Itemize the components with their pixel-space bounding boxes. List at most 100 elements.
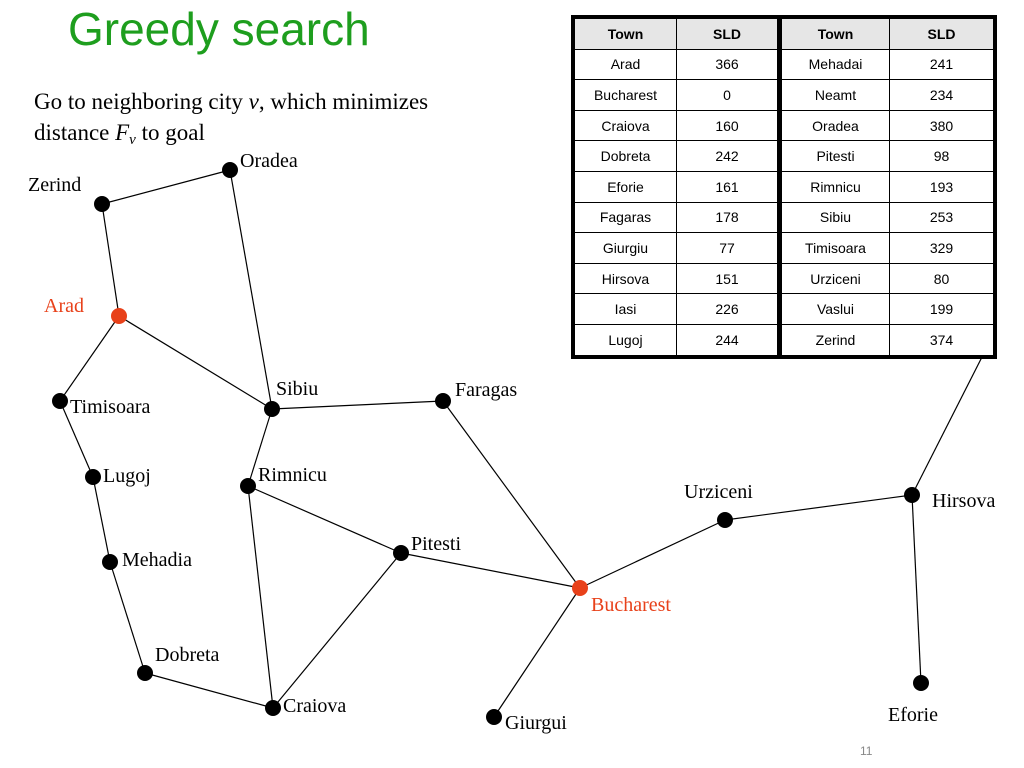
cell-sld: 244 (676, 323, 778, 356)
cell-town: Hirsova (574, 262, 677, 295)
cell-town: Timisoara (781, 232, 890, 264)
cell-sld: 77 (676, 232, 778, 264)
city-label-rimnicu: Rimnicu (258, 464, 327, 486)
cell-sld: 366 (676, 48, 778, 81)
header-sld: SLD (676, 18, 778, 50)
edge-oradea-sibiu (229, 169, 273, 410)
city-node-giurgui (486, 709, 502, 725)
edge-bucharest-giurgui (493, 587, 581, 718)
cell-sld: 151 (676, 262, 778, 295)
subtitle-text: distance (34, 120, 116, 145)
edge-arad-sibiu (118, 315, 273, 410)
city-node-sibiu (264, 401, 280, 417)
city-node-pitesti (393, 545, 409, 561)
cell-town: Bucharest (574, 79, 677, 111)
city-label-arad: Arad (44, 295, 84, 317)
edge-lugoj-mehadia (92, 476, 111, 563)
cell-town: Mehadai (781, 48, 890, 81)
page-number: 11 (860, 744, 873, 758)
city-label-zerind: Zerind (28, 174, 81, 196)
city-label-sibiu: Sibiu (276, 378, 318, 400)
subtitle-text: Go to neighboring city (34, 89, 249, 114)
cell-sld: 234 (889, 79, 994, 111)
cell-town: Oradea (781, 109, 890, 142)
cell-sld: 178 (676, 201, 778, 234)
city-pitesti: Pitesti (393, 533, 461, 561)
city-node-urziceni (717, 512, 733, 528)
city-giurgui: Giurgui (486, 709, 567, 734)
city-node-hirsova (904, 487, 920, 503)
city-sibiu: Sibiu (264, 378, 318, 417)
city-faragas: Faragas (435, 379, 517, 409)
city-eforie: Eforie (888, 675, 938, 726)
cell-town: Dobreta (574, 140, 677, 172)
cell-sld: 193 (889, 170, 994, 203)
city-node-craiova (265, 700, 281, 716)
city-label-urziceni: Urziceni (684, 481, 753, 503)
city-label-dobreta: Dobreta (155, 644, 220, 666)
cell-town: Giurgiu (574, 232, 677, 264)
cell-sld: 160 (676, 109, 778, 142)
cell-sld: 0 (676, 79, 778, 111)
edge-rimnicu-craiova (247, 485, 274, 709)
city-label-lugoj: Lugoj (103, 465, 151, 487)
city-label-bucharest: Bucharest (591, 594, 671, 616)
subtitle-var-f: F (115, 120, 130, 145)
cell-town: Fagaras (574, 201, 677, 234)
subtitle: Go to neighboring city v, which minimize… (34, 86, 554, 148)
edge-rimnicu-pitesti (247, 485, 402, 554)
cell-town: Craiova (574, 109, 677, 142)
city-node-arad (111, 308, 127, 324)
cell-town: Zerind (781, 323, 890, 356)
edge-bucharest-urziceni (579, 519, 726, 589)
city-label-timisoara: Timisoara (70, 396, 151, 418)
edge-timisoara-lugoj (59, 400, 94, 478)
cell-sld: 98 (889, 140, 994, 172)
edge-urziceni-hirsova (724, 494, 913, 521)
city-mehadia: Mehadia (102, 549, 192, 571)
city-node-dobreta (137, 665, 153, 681)
cell-town: Vaslui (781, 293, 890, 325)
edge-hirsova-eforie (911, 494, 922, 684)
city-label-craiova: Craiova (283, 695, 346, 717)
cell-town: Urziceni (781, 262, 890, 295)
city-label-oradea: Oradea (240, 150, 298, 172)
city-node-eforie (913, 675, 929, 691)
edge-dobreta-craiova (144, 672, 274, 709)
edge-faragas-bucharest (442, 400, 581, 589)
header-town: Town (781, 18, 890, 50)
cell-sld: 380 (889, 109, 994, 142)
city-label-eforie: Eforie (888, 704, 938, 726)
city-label-mehadia: Mehadia (122, 549, 192, 571)
edge-sibiu-rimnicu (247, 408, 273, 487)
subtitle-text: to goal (135, 120, 205, 145)
edge-mehadia-dobreta (109, 561, 146, 674)
cell-sld: 329 (889, 232, 994, 264)
subtitle-text: , which minimizes (258, 89, 429, 114)
city-node-faragas (435, 393, 451, 409)
city-arad: Arad (44, 295, 127, 324)
city-node-zerind (94, 196, 110, 212)
edges-layer (59, 169, 983, 718)
subtitle-var-v: v (248, 89, 259, 114)
city-bucharest: Bucharest (572, 580, 671, 616)
cell-town: Arad (574, 48, 677, 81)
subtitle-sub-v: v (129, 132, 136, 148)
edge-zerind-oradea (101, 169, 231, 205)
city-hirsova: Hirsova (904, 487, 995, 512)
edge-zerind-arad (101, 203, 120, 317)
city-lugoj: Lugoj (85, 465, 151, 487)
